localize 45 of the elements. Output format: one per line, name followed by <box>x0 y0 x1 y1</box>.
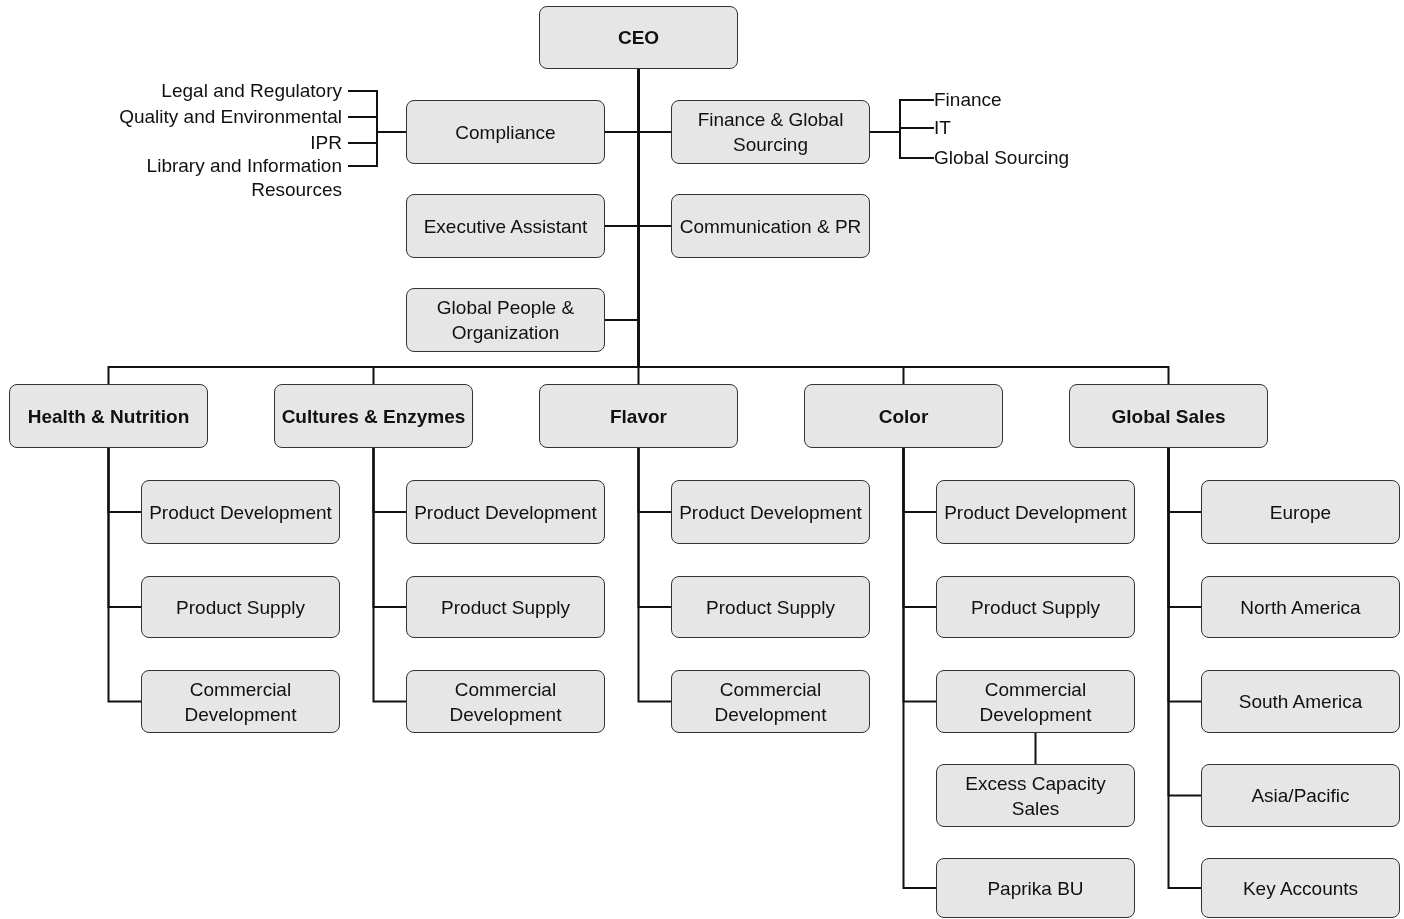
connector-line <box>347 131 407 167</box>
connector-line <box>107 447 142 703</box>
division-box: Color <box>804 384 1003 448</box>
department-box: Commercial Development <box>671 670 870 733</box>
department-box: Product Development <box>936 480 1135 544</box>
connector-line <box>902 447 937 889</box>
unit-label: IT <box>934 116 974 140</box>
department-box: Communication & PR <box>671 194 870 258</box>
department-box: North America <box>1201 576 1400 638</box>
division-box: Global Sales <box>1069 384 1268 448</box>
department-box: Finance & Global Sourcing <box>671 100 870 164</box>
division-box: Cultures & Enzymes <box>274 384 473 448</box>
department-box: Product Development <box>406 480 605 544</box>
department-box: Commercial Development <box>936 670 1135 733</box>
unit-label: Legal and Regulatory <box>80 79 342 103</box>
connector-line <box>372 447 407 703</box>
department-box: Commercial Development <box>141 670 340 733</box>
department-box: Product Supply <box>406 576 605 638</box>
connector-line <box>1167 447 1202 889</box>
connector-line <box>637 447 672 703</box>
unit-label: Library and Information Resources <box>112 154 342 202</box>
department-box: Product Supply <box>671 576 870 638</box>
department-box: Commercial Development <box>406 670 605 733</box>
department-box: Excess Capacity Sales <box>936 764 1135 827</box>
unit-label: Global Sourcing <box>934 146 1104 170</box>
department-box: Executive Assistant <box>406 194 605 258</box>
division-box: CEO <box>539 6 738 69</box>
connector-line <box>869 131 935 159</box>
connector-line <box>1034 732 1037 765</box>
unit-label: Quality and Environmental <box>60 105 342 129</box>
department-box: Product Supply <box>936 576 1135 638</box>
department-box: Product Development <box>141 480 340 544</box>
department-box: Europe <box>1201 480 1400 544</box>
department-box: Paprika BU <box>936 858 1135 918</box>
division-box: Flavor <box>539 384 738 448</box>
department-box: Asia/Pacific <box>1201 764 1400 827</box>
department-box: Product Supply <box>141 576 340 638</box>
division-box: Health & Nutrition <box>9 384 208 448</box>
department-box: Compliance <box>406 100 605 164</box>
unit-label: Finance <box>934 88 1024 112</box>
department-box: South America <box>1201 670 1400 733</box>
unit-label: IPR <box>200 131 342 155</box>
department-box: Product Development <box>671 480 870 544</box>
department-box: Key Accounts <box>1201 858 1400 918</box>
department-box: Global People & Organization <box>406 288 605 352</box>
